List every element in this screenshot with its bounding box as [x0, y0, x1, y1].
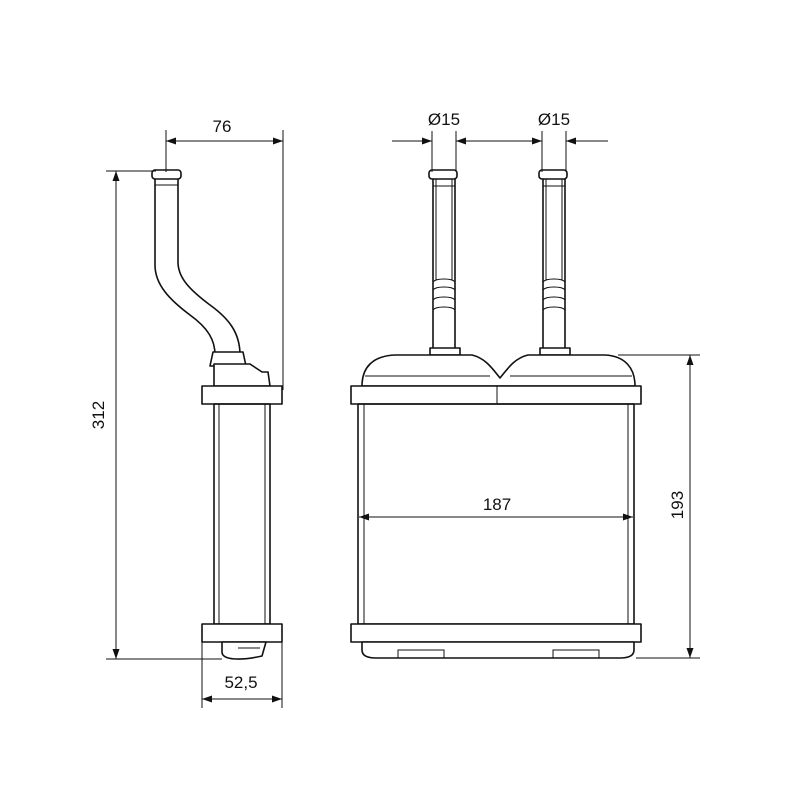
dimension-side-depth-bottom: 52,5: [201, 642, 283, 708]
pipe-diameter-right-label: Ø15: [538, 110, 570, 129]
front-view-top-tank: [361, 354, 636, 387]
pipe-diameter-left-label: Ø15: [428, 110, 460, 129]
side-depth-bottom-label: 52,5: [224, 673, 257, 692]
dimension-pipe-diameter-left: Ø15: [392, 110, 498, 172]
side-view-core: [213, 403, 271, 625]
front-view-bottom-header: [350, 623, 642, 643]
dimension-pipe-diameter-right: Ø15: [498, 110, 608, 172]
front-view-top-header: [350, 385, 642, 405]
dimension-core-height: 193: [618, 354, 700, 659]
front-view-bottom-tank: [361, 641, 635, 659]
side-view-bottom-header: [201, 623, 283, 643]
side-view-pipe: [154, 171, 241, 356]
core-height-label: 193: [668, 491, 687, 519]
overall-height-label: 312: [89, 401, 108, 429]
side-view-bottom-clip: [221, 641, 267, 660]
side-depth-top-label: 76: [213, 117, 232, 136]
dimension-side-depth-top: 76: [165, 117, 284, 390]
front-view-right-pipe: [538, 169, 571, 356]
front-view-core: [357, 403, 635, 625]
dimension-core-width: 187: [359, 495, 633, 521]
dimension-overall-height: 312: [89, 170, 222, 660]
front-view: [350, 169, 642, 659]
side-view-top-header: [201, 385, 283, 405]
core-width-label: 187: [483, 495, 511, 514]
front-view-left-pipe: [428, 169, 461, 356]
side-view-tank-fitting: [213, 363, 271, 387]
side-view: [151, 169, 283, 660]
